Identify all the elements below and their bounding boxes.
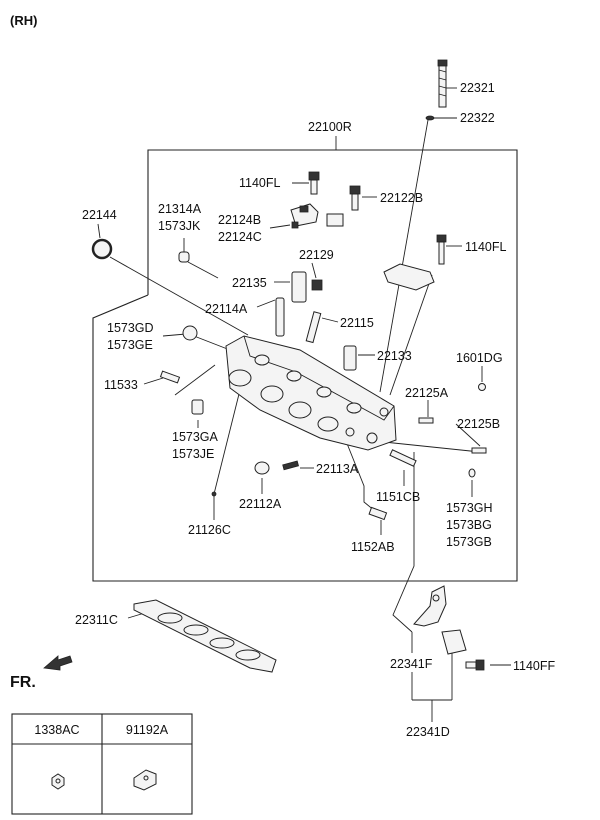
label-22122B: 22122B [380,191,423,205]
seal-22113A [282,460,299,471]
label-22341F: 22341F [390,657,433,671]
label-22311C: 22311C [75,613,118,627]
front-direction-label: FR. [10,674,36,691]
bracket-22133-upper [383,263,435,291]
label-1601DG: 1601DG [456,351,503,365]
label-22129: 22129 [299,248,334,262]
clip-icon [133,769,157,791]
label-22321: 22321 [460,81,495,95]
lifter-22129 [311,279,323,291]
stud-1151CB [389,449,417,467]
label-1573JE: 1573JE [172,447,214,461]
label-1573GH: 1573GH [446,501,493,515]
label-22135: 22135 [232,276,267,290]
label-21314A: 21314A [158,202,202,216]
valve-22115 [305,311,322,344]
label-1573BG: 1573BG [446,518,492,532]
label-1140FF: 1140FF [513,659,556,673]
guide-22133 [343,345,357,371]
plug-21314A [178,251,190,263]
seal-22112A [254,461,270,475]
label-22100R: 22100R [308,120,352,134]
washer-22322 [425,115,435,121]
stud-1152AB [368,506,388,521]
plug-1573GD [182,325,198,341]
label-21126C: 21126C [188,523,231,537]
label-22113A: 22113A [316,462,359,476]
bolt-1140FL-b [436,234,447,265]
dowel-22125A [418,417,434,424]
valve-22114A [275,297,285,337]
label-22133: 22133 [377,349,412,363]
label-22144: 22144 [82,208,117,222]
cylinder-head-22100R [225,335,397,451]
label-22341D: 22341D [406,725,450,739]
label-1573GD: 1573GD [107,321,154,335]
lifter-22135 [291,271,307,303]
nut-icon [51,773,65,790]
label-22125B: 22125B [457,417,500,431]
label-1573GE: 1573GE [107,338,153,352]
label-11533: 11533 [104,378,138,392]
label-1573GA: 1573GA [172,430,219,444]
label-22124B: 22124B [218,213,261,227]
spark-plug-tube-bolt-22321 [437,59,448,108]
pin-21126C [211,491,217,497]
bolt-1140FF [465,659,485,671]
bolt-22122B [349,185,361,211]
bracket-22124B [290,203,344,229]
label-1140FL-a: 1140FL [239,176,281,190]
label-22124C: 22124C [218,230,262,244]
dowel-22125B [471,447,487,454]
label-1573JK: 1573JK [158,219,201,233]
label-1151CB: 1151CB [376,490,420,504]
plug-1573GA [191,399,204,415]
plug-1573GH [468,468,476,478]
seal-22144 [91,238,113,260]
label-22112A: 22112A [239,497,282,511]
assembly-outline [92,149,518,582]
label-1152AB: 1152AB [351,540,395,554]
hanger-22341F [413,585,467,655]
legend-table: 1338AC 91192A [11,713,193,815]
variant-label: (RH) [10,13,37,28]
stud-11533 [159,370,181,384]
front-direction-arrow-icon [43,655,73,671]
bolt-1140FL-a [308,171,320,195]
label-22322: 22322 [460,111,495,125]
legend-col2-header: 91192A [126,723,169,737]
label-1573GB: 1573GB [446,535,492,549]
leader-lines [97,87,511,722]
label-1140FL-b: 1140FL [465,240,507,254]
ball-1601DG [478,383,486,391]
label-22114A: 22114A [205,302,248,316]
part-labels: 22321 22322 22100R 1140FL 22122B 22144 2… [75,81,556,739]
head-gasket-22311C [133,599,277,673]
legend-col1-header: 1338AC [34,723,79,737]
label-22125A: 22125A [405,386,449,400]
label-22115: 22115 [340,316,374,330]
